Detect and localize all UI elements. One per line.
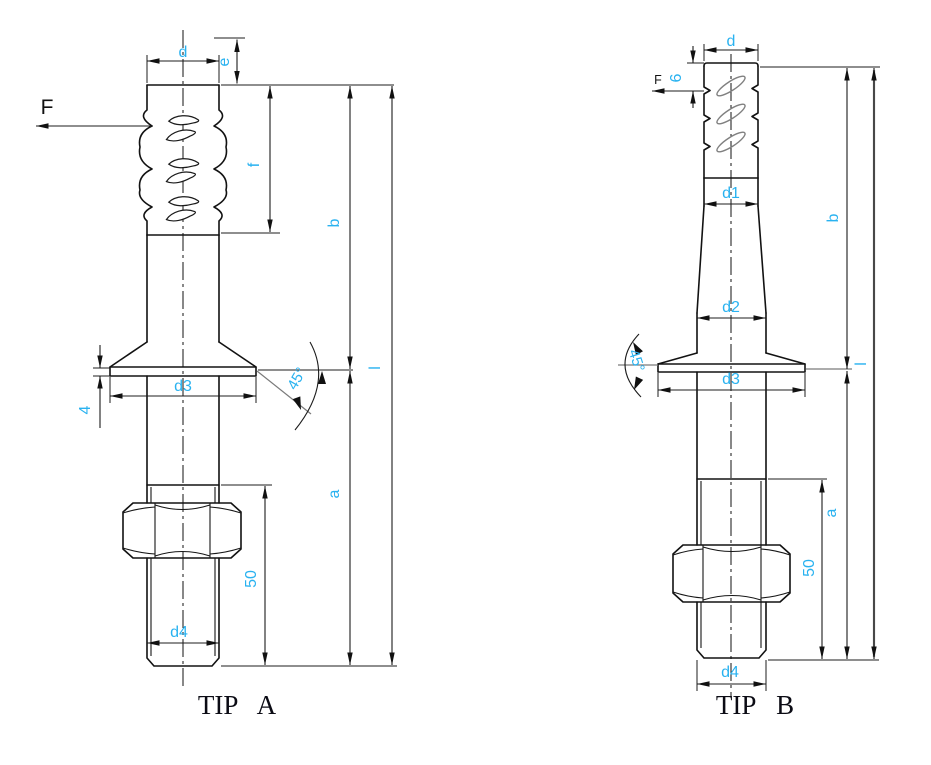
tip-b-knurl-right-edge [751, 65, 759, 179]
tip-a-label-a: a [326, 489, 343, 498]
tip-a-plate-extensions [93, 367, 110, 377]
tip-b-label-50: 50 [801, 559, 818, 577]
tip-b-caption: TIP B [716, 690, 794, 720]
tip-a-figure: F [36, 30, 397, 720]
tip-b-thread-bottom [696, 601, 767, 659]
tip-b-angle-arc [624, 333, 642, 398]
tip-b-d3-extensions [657, 373, 806, 397]
tip-b-label-b: b [825, 213, 842, 222]
tip-a-angle-arc [294, 341, 320, 431]
tip-a-dimension-lines [97, 39, 395, 665]
tip-b-thread-minor-lines [700, 481, 762, 648]
tip-b-knurl-ribs [716, 75, 746, 153]
tip-a-nut-chamfer-arcs [122, 504, 242, 557]
tip-b-knurl-left-edge [703, 65, 711, 179]
tip-a-label-d4: d4 [170, 624, 188, 641]
tip-b-angle-annotation [618, 333, 658, 398]
tip-b-lower-shank [696, 371, 767, 546]
tip-a-label-f: f [246, 162, 263, 167]
tip-b-label-l: l [853, 362, 870, 366]
tip-a-caption: TIP A [198, 690, 277, 720]
tip-a-label-45: 45° [284, 365, 310, 393]
tip-b-label-a: a [823, 508, 840, 517]
tip-b-nut-chamfer-arcs [672, 546, 791, 601]
tip-b-figure: F [618, 33, 880, 720]
tip-a-label-d: d [179, 44, 188, 61]
tip-b-label-45: 45° [625, 347, 648, 374]
tip-a-label-50: 50 [243, 570, 260, 588]
tip-a-label-d3: d3 [174, 378, 192, 395]
tip-b-angle-arrow-bottom [634, 376, 644, 390]
tip-b-label-6: 6 [668, 73, 685, 82]
tip-b-labels: d 6 d1 d2 d3 b a l 50 d4 45° [625, 33, 870, 681]
tip-b-nut [672, 544, 791, 603]
tip-a-flange-plate [109, 366, 257, 377]
tip-a-angle-annotation [256, 341, 326, 431]
tip-b-label-d2: d2 [722, 299, 740, 316]
tip-b-extension-lines [657, 44, 880, 691]
tip-b-nut-face-lines [702, 545, 762, 602]
tip-b-label-d3: d3 [722, 371, 740, 388]
tip-a-force-annotation: F [36, 96, 153, 129]
tip-b-top-edge [703, 62, 759, 67]
tip-a-nut-outline [122, 502, 242, 559]
tip-a-label-e: e [216, 57, 233, 66]
tip-a-angle-arrow-bottom [292, 396, 301, 410]
tip-b-dimension-lines [658, 46, 877, 687]
tip-a-thread-bottom [146, 557, 220, 667]
tip-b-taper-edges [696, 205, 767, 314]
tip-b-angle-arrow-top [633, 342, 643, 356]
tip-a-knurl-right-edge [213, 84, 228, 236]
tip-a-angle-arrow-top [318, 371, 326, 384]
tip-b-label-d1: d1 [722, 185, 740, 202]
tip-a-label-l: l [367, 366, 384, 370]
tip-a-cone-head [109, 341, 257, 368]
tip-a-angle-leader [256, 370, 312, 415]
tip-a-knurl-ribs [165, 113, 200, 223]
tip-b-nut-outline [672, 544, 791, 603]
tip-a-thread-minor-lines [150, 487, 216, 656]
tip-a-labels: d e f b a l d3 4 45° 50 d4 [77, 44, 384, 641]
tip-b-label-d: d [727, 33, 736, 50]
tip-a-nut-face-lines [154, 503, 211, 558]
tip-a-label-4: 4 [77, 405, 94, 414]
tip-b-label-d4: d4 [721, 664, 739, 681]
tip-a-nut [122, 502, 242, 559]
tip-a-label-b: b [326, 218, 343, 227]
tip-a-knurl-left-edge [138, 84, 153, 236]
tip-a-force-label: F [41, 96, 54, 119]
tip-b-bolt-outline [657, 62, 806, 659]
tip-a-shank-edges [146, 234, 220, 343]
tip-b-cone-head [657, 352, 806, 365]
tip-b-force-label: F [654, 73, 662, 87]
tip-b-flange-plate [657, 363, 806, 373]
